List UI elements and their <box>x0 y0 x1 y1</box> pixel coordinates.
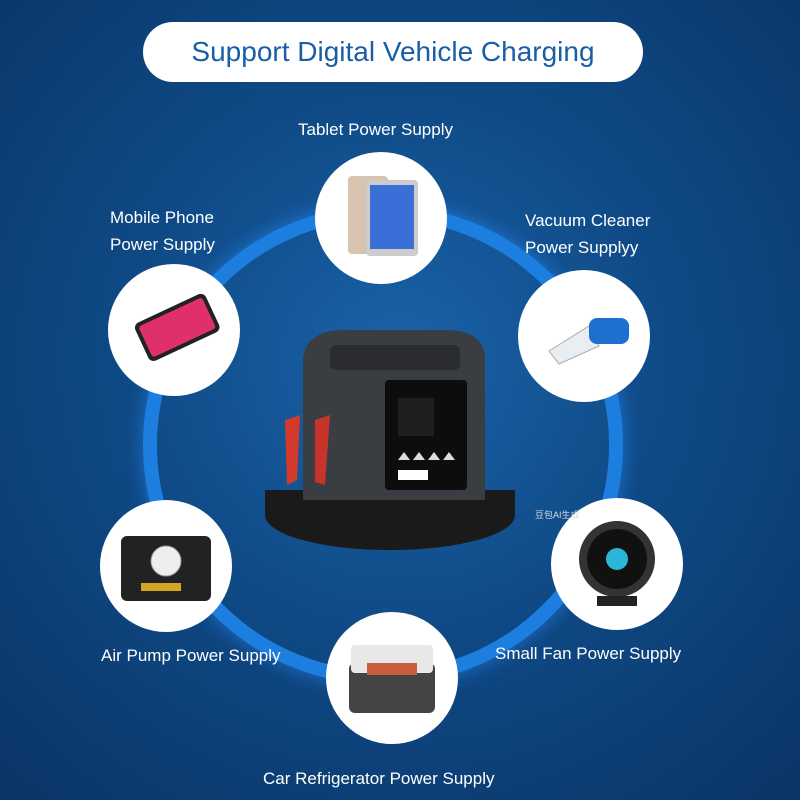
jump-starter-device <box>255 320 535 565</box>
vacuum-image <box>518 270 650 402</box>
fridge-image <box>326 612 458 744</box>
label-phone-1: Mobile Phone <box>110 208 214 227</box>
page-title: Support Digital Vehicle Charging <box>191 36 595 67</box>
label-vacuum-1: Vacuum Cleaner <box>525 211 651 230</box>
label-phone-2: Power Supply <box>110 235 215 254</box>
fan-image <box>551 498 683 630</box>
label-fan: Small Fan Power Supply <box>495 644 682 663</box>
tablet-image <box>315 152 447 284</box>
label-tablet: Tablet Power Supply <box>298 120 453 139</box>
airpump-image <box>100 500 232 632</box>
label-fridge: Car Refrigerator Power Supply <box>263 769 495 788</box>
label-vacuum-2: Power Supplyy <box>525 238 639 257</box>
watermark: 豆包AI生成 <box>535 510 580 520</box>
title-banner: Support Digital Vehicle Charging <box>143 22 643 82</box>
label-airpump: Air Pump Power Supply <box>101 646 281 665</box>
phone-image <box>108 264 240 396</box>
